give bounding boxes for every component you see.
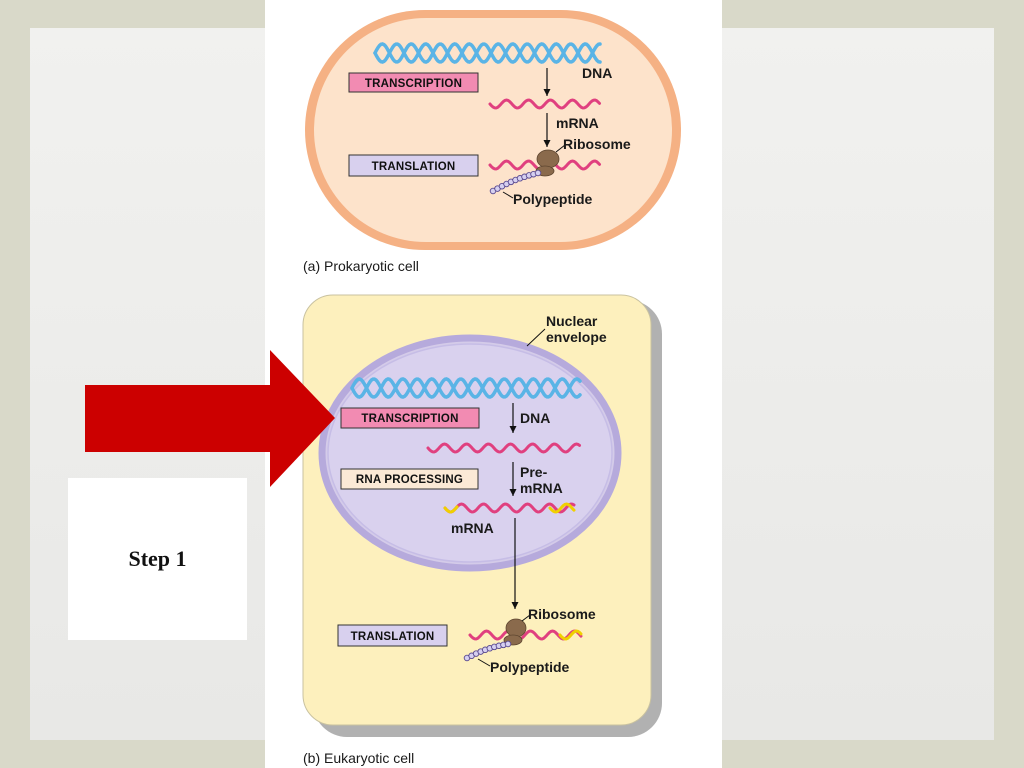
prokaryotic-caption: (a) Prokaryotic cell bbox=[303, 258, 419, 274]
mature-mrna-label: mRNA bbox=[451, 520, 494, 536]
eukaryotic-dna-label: DNA bbox=[520, 410, 550, 426]
eukaryotic-caption: (b) Eukaryotic cell bbox=[303, 750, 414, 766]
red-pointer-arrow bbox=[85, 350, 335, 487]
eukaryotic-transcription-label: TRANSCRIPTION bbox=[361, 413, 458, 425]
step-callout-box: Step 1 bbox=[68, 478, 247, 640]
polypeptide-bead bbox=[505, 641, 511, 647]
prokaryotic-translation-label: TRANSLATION bbox=[372, 161, 456, 173]
rna-processing-label: RNA PROCESSING bbox=[356, 474, 463, 486]
eukaryotic-cell: Nuclear envelope TRANSCRIPTION DNA RNA P… bbox=[303, 295, 662, 766]
prokaryotic-cell: TRANSCRIPTION DNA mRNA TRANSLATION Ribos… bbox=[303, 10, 681, 274]
prokaryotic-polypeptide-label: Polypeptide bbox=[513, 191, 593, 207]
pre-mrna-label-line1: Pre- bbox=[520, 464, 548, 480]
step-label: Step 1 bbox=[128, 546, 186, 572]
prokaryotic-ribosome-label: Ribosome bbox=[563, 136, 631, 152]
pre-mrna-label-line2: mRNA bbox=[520, 480, 563, 496]
prokaryotic-transcription-label: TRANSCRIPTION bbox=[365, 78, 462, 90]
eukaryotic-ribosome-label: Ribosome bbox=[528, 606, 596, 622]
prokaryotic-mrna-label: mRNA bbox=[556, 115, 599, 131]
nuclear-envelope-label-line2: envelope bbox=[546, 329, 607, 345]
polypeptide-bead bbox=[535, 170, 541, 176]
prokaryotic-ribosome-large-subunit bbox=[537, 150, 559, 168]
eukaryotic-ribosome-large-subunit bbox=[506, 619, 526, 637]
prokaryotic-dna-label: DNA bbox=[582, 65, 612, 81]
eukaryotic-translation-label: TRANSLATION bbox=[351, 631, 435, 643]
nuclear-envelope-label-line1: Nuclear bbox=[546, 313, 598, 329]
eukaryotic-polypeptide-label: Polypeptide bbox=[490, 659, 570, 675]
